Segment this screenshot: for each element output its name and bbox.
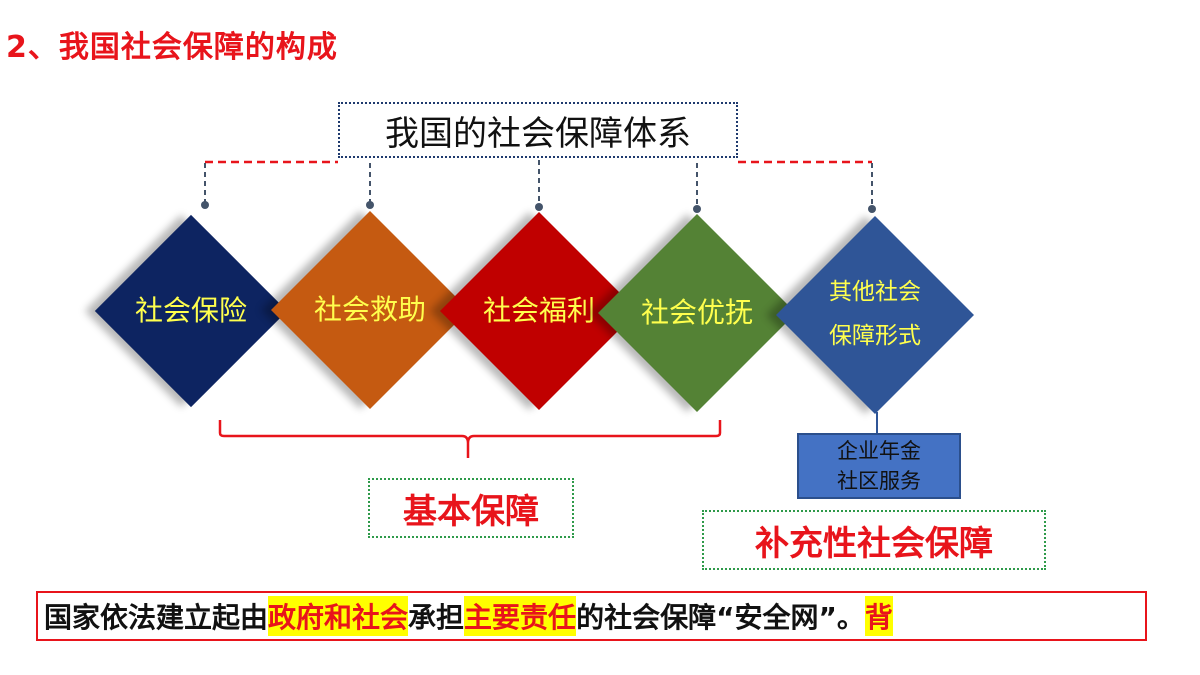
diamond-label: 社会保险 <box>134 294 247 328</box>
summary-highlight-2: 主要责任 <box>464 596 577 636</box>
diamond-label: 社会救助 <box>313 293 426 327</box>
summary-text-1: 国家依法建立起由 <box>44 601 269 634</box>
system-title: 我国的社会保障体系 <box>338 102 738 158</box>
summary-highlight-1: 政府和社会 <box>268 596 409 636</box>
drop-dots <box>201 201 876 213</box>
summary-text-3: 的社会保障“安全网”。 <box>576 601 865 634</box>
diamond-label: 社会优抚 <box>640 296 753 330</box>
basic-guarantee-label: 基本保障 <box>368 478 574 538</box>
diamond-social-welfare: 社会福利 <box>440 212 638 410</box>
basic-bracket <box>218 420 722 458</box>
diamond-social-assistance: 社会救助 <box>271 211 469 409</box>
diamond-social-preferential: 社会优抚 <box>598 214 796 412</box>
summary-statement: 国家依法建立起由政府和社会承担主要责任的社会保障“安全网”。背 <box>36 591 1147 641</box>
drop-lines <box>204 160 873 208</box>
diamond-social-insurance: 社会保险 <box>94 214 288 408</box>
diamond-label: 其他社会 保障形式 <box>829 279 921 349</box>
summary-highlight-3: 背 <box>864 596 893 636</box>
summary-text-2: 承担 <box>408 601 465 634</box>
sub-forms-box: 企业年金 社区服务 <box>797 433 961 499</box>
supplementary-guarantee-label: 补充性社会保障 <box>702 510 1046 570</box>
slide-title: 2、我国社会保障的构成 <box>6 30 338 65</box>
diamond-other-forms: 其他社会 保障形式 <box>776 216 974 414</box>
diamond-label: 社会福利 <box>482 294 595 328</box>
